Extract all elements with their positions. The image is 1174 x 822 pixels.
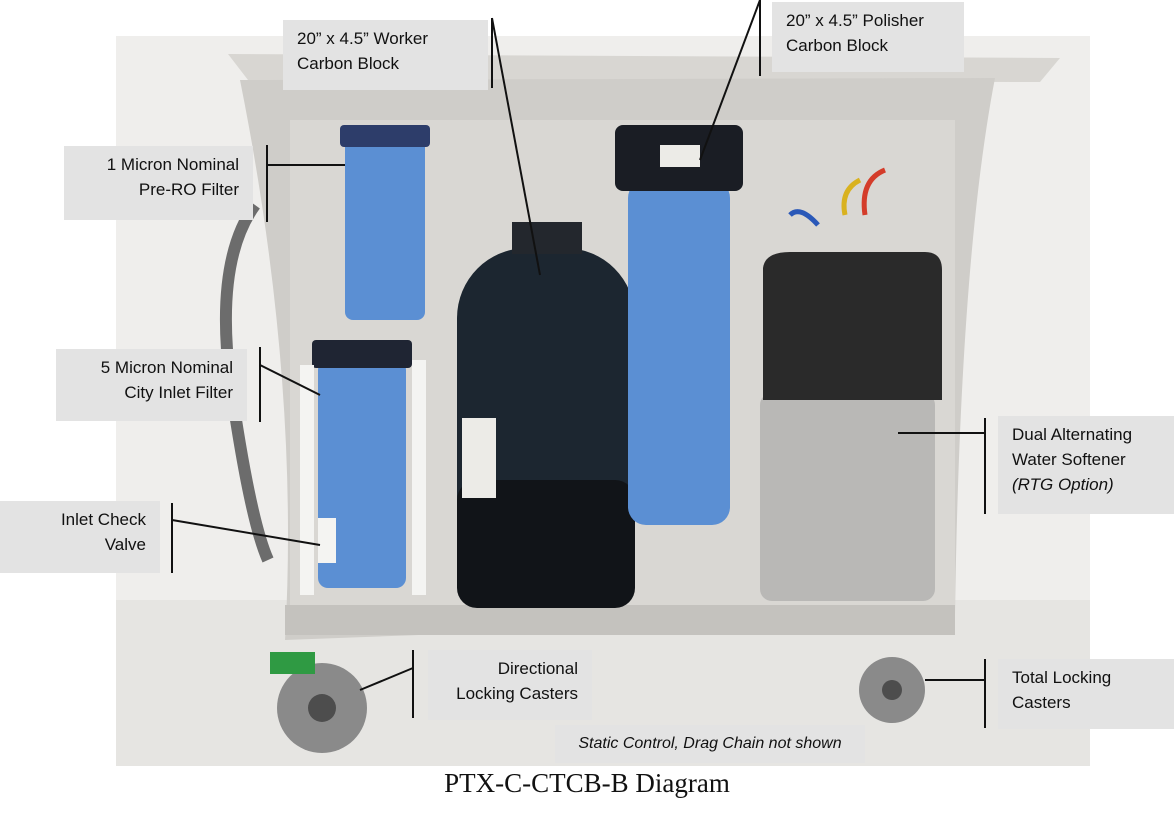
- label-worker-carbon-block: 20” x 4.5” Worker Carbon Block: [283, 20, 488, 90]
- pre-ro-filter-cap: [340, 125, 430, 147]
- label-softener-line-1: Dual Alternating: [1012, 425, 1133, 444]
- caster-lock-pedal: [270, 652, 315, 674]
- label-inlet-line-1: 5 Micron Nominal: [100, 358, 233, 377]
- tubing-yellow: [841, 177, 862, 216]
- label-inlet-check-valve: Inlet Check Valve: [0, 501, 160, 573]
- note-not-shown: Static Control, Drag Chain not shown: [555, 725, 865, 763]
- leader-polisher-to-head: [699, 0, 761, 161]
- label-directional-casters: Directional Locking Casters: [428, 650, 592, 720]
- label-softener-line-2: Water Softener: [1012, 450, 1126, 469]
- label-softener-line-3: (RTG Option): [1012, 475, 1114, 494]
- pre-ro-filter-housing: [345, 135, 425, 320]
- outlet-fitting-line: [412, 360, 426, 595]
- leader-directional-to-caster: [359, 667, 414, 691]
- label-total-line-1: Total Locking: [1012, 668, 1112, 687]
- label-city-inlet-filter: 5 Micron Nominal City Inlet Filter: [56, 349, 247, 421]
- label-prero-line-2: Pre-RO Filter: [138, 180, 239, 199]
- polisher-filter-tag: [660, 145, 700, 167]
- worker-tank-sticker: [462, 418, 496, 498]
- worker-tank-valve-head: [512, 222, 582, 254]
- tubing-red: [861, 167, 887, 216]
- directional-caster-hub: [308, 694, 336, 722]
- label-directional-line-1: Directional: [497, 659, 578, 678]
- label-total-casters: Total Locking Casters: [998, 659, 1174, 729]
- label-water-softener: Dual Alternating Water Softener (RTG Opt…: [998, 416, 1174, 514]
- leader-worker-to-tank: [491, 17, 541, 276]
- label-worker-line-1: 20” x 4.5” Worker: [297, 29, 429, 48]
- label-worker-line-2: Carbon Block: [297, 54, 400, 73]
- label-polisher-line-2: Carbon Block: [786, 36, 889, 55]
- label-total-line-2: Casters: [1012, 693, 1071, 712]
- check-valve-body: [318, 518, 336, 563]
- leader-inlet-to-filter: [259, 364, 321, 396]
- label-pre-ro-filter: 1 Micron Nominal Pre-RO Filter: [64, 146, 253, 220]
- city-inlet-filter-cap: [312, 340, 412, 368]
- softener-top-cover: [763, 252, 942, 400]
- label-check-line-2: Valve: [104, 535, 146, 554]
- softener-body: [760, 393, 935, 601]
- label-polisher-carbon-block: 20” x 4.5” Polisher Carbon Block: [772, 2, 964, 72]
- label-directional-line-2: Locking Casters: [456, 684, 578, 703]
- cart-base: [285, 605, 955, 635]
- label-prero-line-1: 1 Micron Nominal: [106, 155, 239, 174]
- tubing-blue: [788, 209, 820, 227]
- inlet-fitting-line: [300, 365, 314, 595]
- total-caster-hub: [882, 680, 902, 700]
- leader-check-to-valve: [171, 519, 321, 546]
- label-inlet-line-2: City Inlet Filter: [124, 383, 233, 402]
- diagram-caption: PTX-C-CTCB-B Diagram: [444, 768, 730, 798]
- worker-tank-base: [457, 480, 635, 608]
- polisher-filter-housing: [628, 180, 730, 525]
- city-inlet-filter-housing: [318, 360, 406, 588]
- label-polisher-line-1: 20” x 4.5” Polisher: [786, 11, 924, 30]
- label-check-line-1: Inlet Check: [60, 510, 146, 529]
